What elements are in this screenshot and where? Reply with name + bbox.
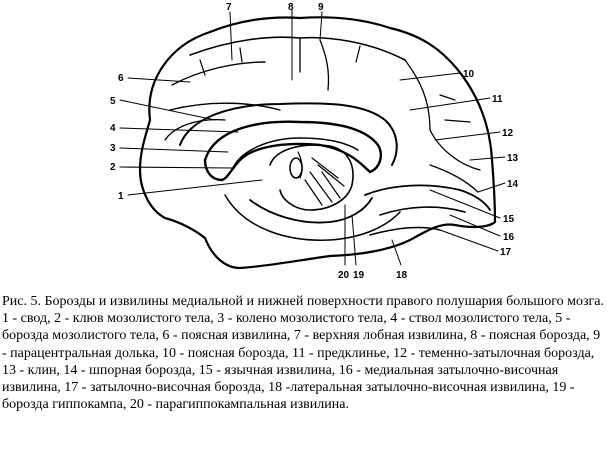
label-9: 9 — [318, 2, 324, 13]
label-10: 10 — [463, 69, 475, 80]
label-3: 3 — [110, 143, 116, 154]
label-14: 14 — [507, 179, 519, 190]
label-4: 4 — [110, 123, 116, 134]
label-5: 5 — [110, 96, 116, 107]
figure-caption: Рис. 5. Борозды и извилины медиальной и … — [2, 293, 605, 413]
label-11: 11 — [492, 94, 503, 105]
label-16: 16 — [503, 232, 515, 243]
label-20: 20 — [338, 270, 350, 281]
hemisphere-outline — [138, 16, 497, 270]
caption-legend: 1 - свод, 2 - клюв мозолистого тела, 3 -… — [2, 311, 601, 413]
label-8: 8 — [288, 2, 294, 13]
label-2: 2 — [110, 162, 116, 173]
corpus-callosum — [203, 120, 382, 182]
label-15: 15 — [503, 214, 515, 225]
label-18: 18 — [396, 270, 408, 281]
label-6: 6 — [118, 73, 124, 84]
label-12: 12 — [502, 128, 514, 139]
caption-title: Рис. 5. Борозды и извилины медиальной и … — [2, 294, 604, 309]
label-19: 19 — [353, 270, 365, 281]
label-1: 1 — [118, 191, 124, 202]
label-13: 13 — [507, 153, 519, 164]
label-7: 7 — [226, 2, 232, 13]
brain-medial-surface-diagram: 7 8 9 6 5 4 3 2 1 10 11 12 13 14 15 16 1… — [110, 2, 519, 281]
label-17: 17 — [500, 247, 512, 258]
